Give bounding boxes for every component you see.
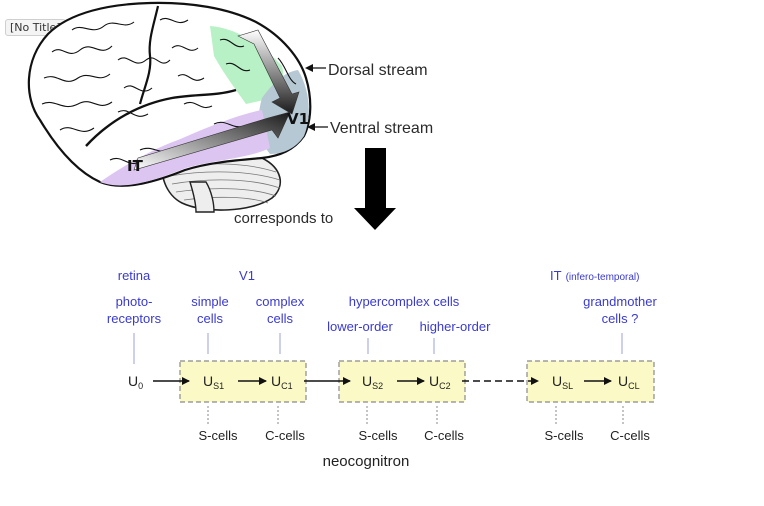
s-cells-l: S-cells — [544, 428, 584, 443]
window-title[interactable]: [No Title] — [5, 19, 66, 36]
v1-label: V1 — [239, 268, 255, 283]
unit-us1: US1 — [203, 373, 224, 391]
unit-u0: U0 — [128, 373, 143, 391]
c-cells-1: C-cells — [265, 428, 305, 443]
c-cells-2: C-cells — [424, 428, 464, 443]
complex-cells-line1: complex — [256, 294, 305, 309]
unit-uc2: UC2 — [429, 373, 451, 391]
ventral-stream-arrow — [133, 111, 291, 171]
simple-cells-line2: cells — [197, 311, 224, 326]
c-cells-l: C-cells — [610, 428, 650, 443]
dorsal-pointer — [305, 64, 326, 72]
v1-region — [258, 70, 309, 154]
s-cells-2: S-cells — [358, 428, 398, 443]
simple-cells-line1: simple — [191, 294, 229, 309]
neocognitron-caption: neocognitron — [323, 453, 410, 470]
brain-it-label: IT — [127, 157, 144, 175]
hypercomplex-label: hypercomplex cells — [349, 294, 460, 309]
stage-box-l — [526, 360, 655, 403]
corresponds-arrow — [354, 148, 396, 230]
higher-order-label: higher-order — [420, 319, 491, 334]
dorsal-region — [210, 26, 284, 104]
unit-usl: USL — [552, 373, 573, 391]
ventral-stream-label: Ventral stream — [330, 120, 433, 137]
brain-v1-label: V1 — [287, 110, 309, 128]
retina-label: retina — [118, 268, 151, 283]
corresponds-label: corresponds to — [234, 210, 333, 227]
it-label: IT(infero-temporal) — [550, 268, 639, 283]
unit-uc1: UC1 — [271, 373, 293, 391]
brainstem — [189, 181, 215, 213]
dorsal-stream-arrow — [237, 29, 300, 115]
neocognitron-diagram: U0 US1 UC1 US2 UC2 USL UCL retina V1 IT(… — [107, 268, 658, 470]
dorsal-stream-label: Dorsal stream — [328, 62, 428, 79]
brain-illustration: V1 IT — [27, 1, 312, 213]
lower-order-label: lower-order — [327, 319, 393, 334]
brain-sulci — [41, 18, 297, 164]
ventral-pointer — [307, 123, 328, 131]
unit-ucl: UCL — [618, 373, 640, 391]
unit-us2: US2 — [362, 373, 383, 391]
complex-cells-line2: cells — [267, 311, 294, 326]
grandmother-cells-line1: grandmother — [583, 294, 657, 309]
grandmother-cells-line2: cells ? — [602, 311, 639, 326]
photoreceptors-line2: receptors — [107, 311, 162, 326]
s-cells-1: S-cells — [198, 428, 238, 443]
photoreceptors-line1: photo- — [116, 294, 153, 309]
